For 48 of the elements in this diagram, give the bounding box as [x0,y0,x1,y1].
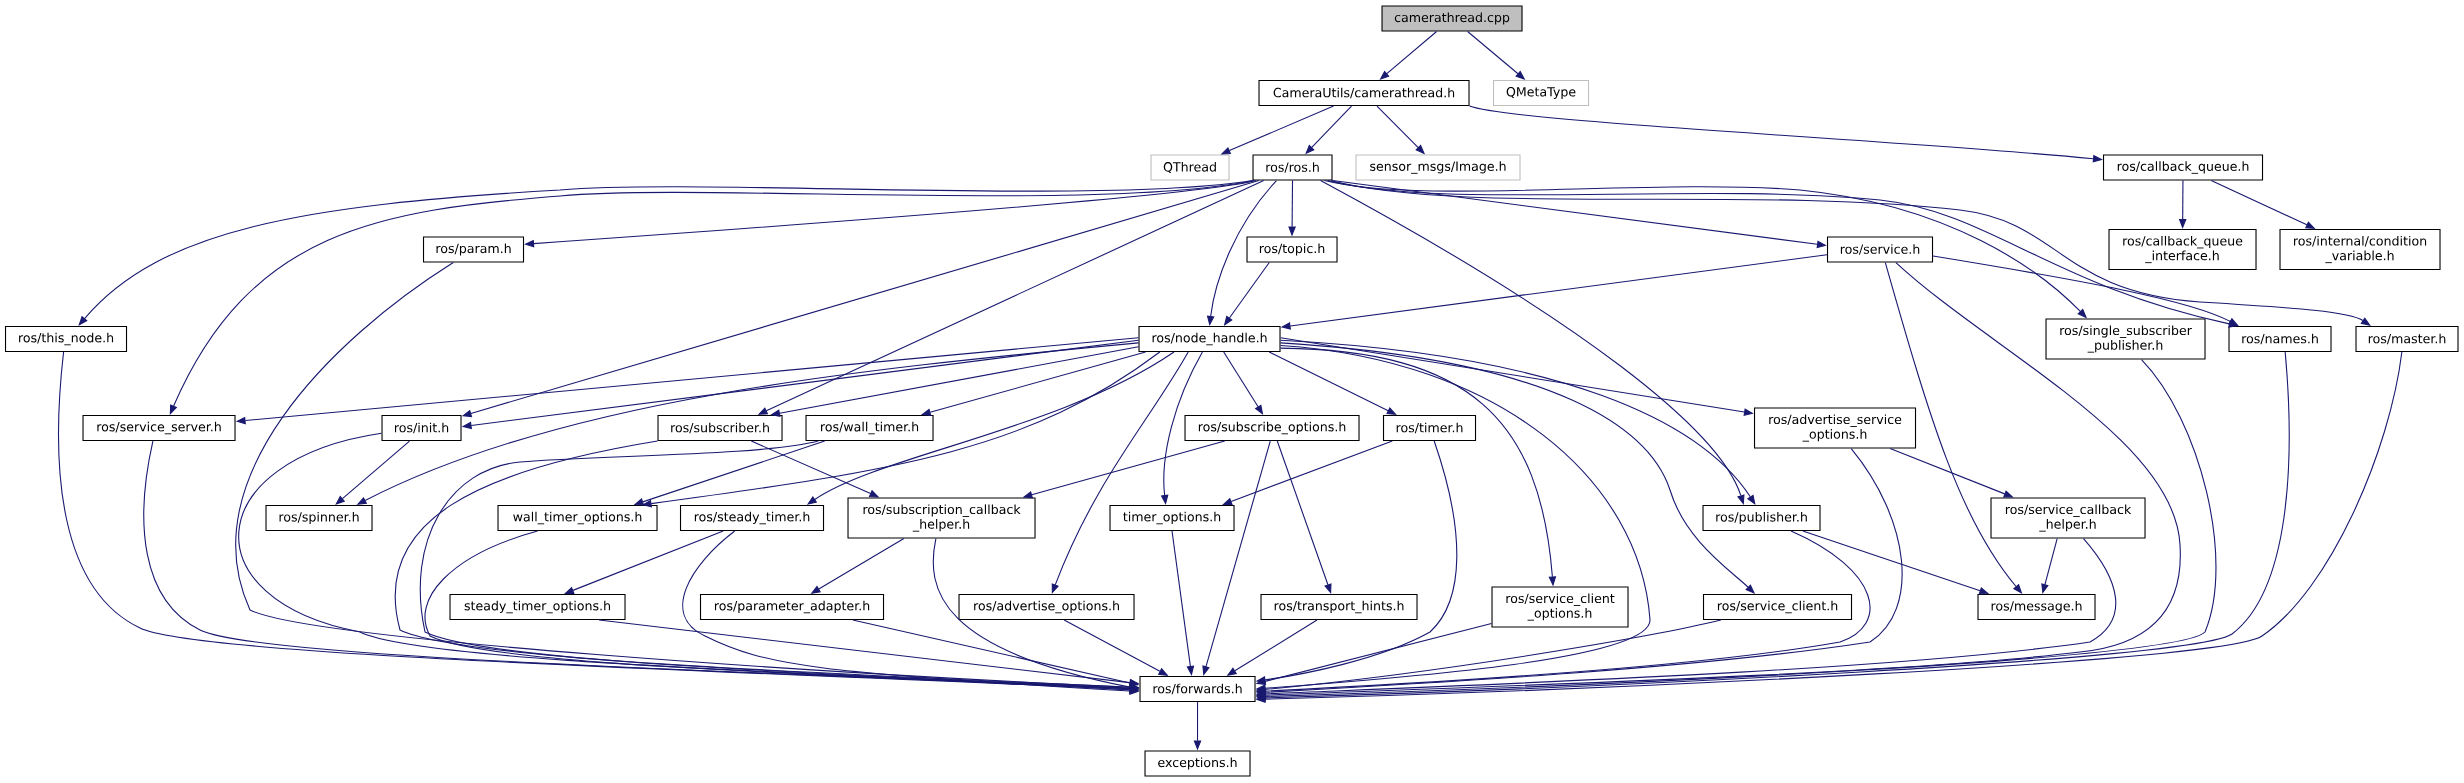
file-box: ros/init.h [381,414,462,442]
file-box: ros/timer.h [1382,414,1477,442]
file-box: ros/spinner.h [265,504,373,532]
arrow [1051,351,1189,594]
file-box: ros/ros.h [1252,154,1333,181]
file-box: steady_timer_options.h [449,593,626,621]
arrow [1268,351,1397,415]
file-box: ros/wall_timer.h [805,414,934,442]
file-box: ros/transport_hints.h [1260,593,1418,621]
file-box: ros/topic.h [1246,236,1338,263]
file-box: wall_timer_options.h [497,504,658,532]
file-box: ros/forwards.h [1139,675,1256,703]
arrow [1222,440,1393,506]
file-box: ros/subscribe_options.h [1184,414,1360,442]
file-box: ros/advertise_options.h [958,593,1135,621]
arrow [1280,339,1756,505]
file-box: ros/service_server.h [82,414,236,442]
file-box: ros/service_client.h [1702,593,1853,621]
file-box: ros/parameter_adapter.h [699,593,885,621]
file-box: ros/this_node.h [4,325,128,353]
file-box: ros/callback_queue.h [2102,154,2264,181]
file-box: ros/message.h [1977,593,2096,621]
file-box: ros/service.h [1826,236,1934,263]
file-box: camerathread.cpp [1381,5,1523,32]
file-box: ros/advertise_service _options.h [1753,407,1917,449]
file-box: timer_options.h [1109,504,1235,532]
file-box: sensor_msgs/Image.h [1355,154,1521,181]
file-box: ros/subscription_callback _helper.h [847,497,1036,539]
file-box: ros/internal/condition _variable.h [2279,228,2441,271]
file-box: exceptions.h [1144,750,1251,777]
file-box: ros/service_client _options.h [1491,586,1629,628]
file-box: ros/steady_timer.h [679,504,825,532]
file-box: ros/service_callback _helper.h [1990,497,2146,539]
file-box: QThread [1150,154,1230,181]
file-box: ros/callback_queue _interface.h [2108,228,2257,271]
file-box: ros/single_subscriber _publisher.h [2045,318,2206,360]
file-box: ros/master.h [2355,325,2459,353]
file-box: ros/param.h [422,236,525,263]
file-box: ros/names.h [2228,325,2332,353]
file-box: CameraUtils/camerathread.h [1258,79,1470,107]
arrow [78,180,1253,326]
arrow [564,530,724,594]
file-box: QMetaType [1492,79,1590,107]
file-box: ros/node_handle.h [1138,325,1281,353]
arrow [335,440,411,505]
file-box: ros/publisher.h [1702,504,1821,532]
file-box: ros/subscriber.h [657,414,783,442]
arrow [169,180,1255,415]
